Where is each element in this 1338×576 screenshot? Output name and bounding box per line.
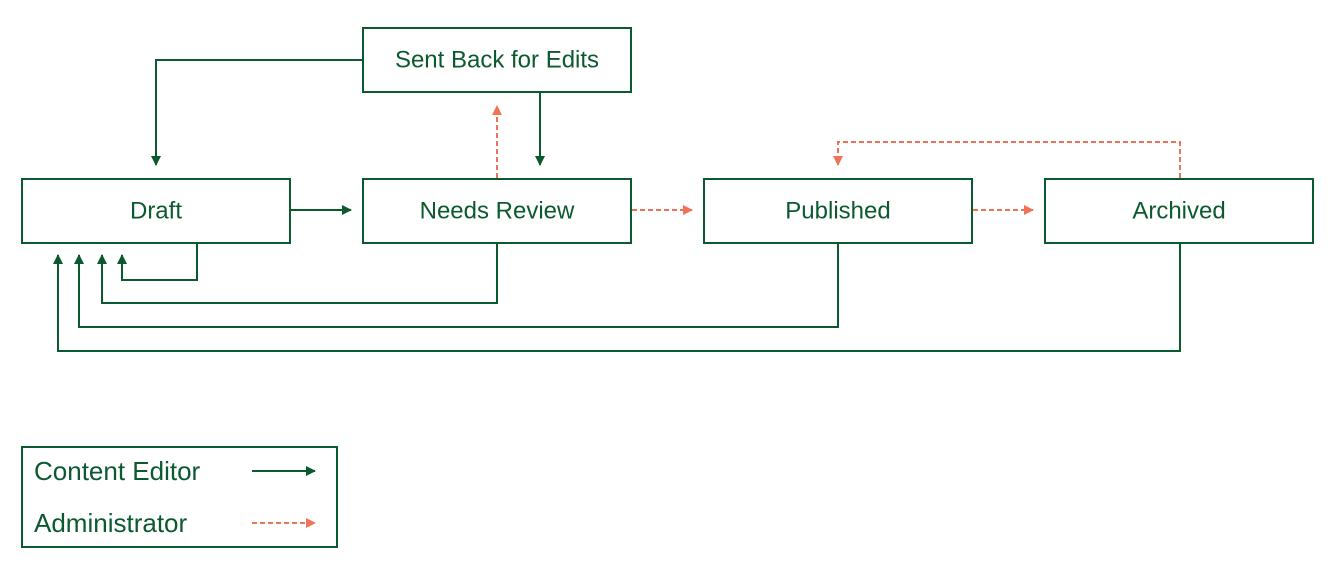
node-sent-back-for-edits: Sent Back for Edits [362, 27, 632, 93]
node-label: Archived [1132, 198, 1225, 225]
node-label: Draft [130, 198, 182, 225]
node-label: Published [785, 198, 890, 225]
edge-sent-back-to-draft [151, 59, 363, 166]
node-needs-review: Needs Review [362, 178, 632, 244]
edge-published-to-draft [74, 243, 839, 328]
legend-label-content-editor: Content Editor [34, 456, 201, 486]
legend-label-administrator: Administrator [34, 508, 187, 538]
node-label: Sent Back for Edits [395, 47, 599, 74]
node-draft: Draft [21, 178, 291, 244]
node-label: Needs Review [420, 198, 575, 225]
edge-draft-to-draft [117, 243, 198, 281]
edge-archived-to-draft [53, 243, 1181, 352]
node-published: Published [703, 178, 973, 244]
edge-archived-to-published [833, 141, 1181, 178]
node-archived: Archived [1044, 178, 1314, 244]
edge-needs-review-to-draft [97, 243, 498, 304]
legend: Content Editor Administrator [21, 446, 338, 548]
